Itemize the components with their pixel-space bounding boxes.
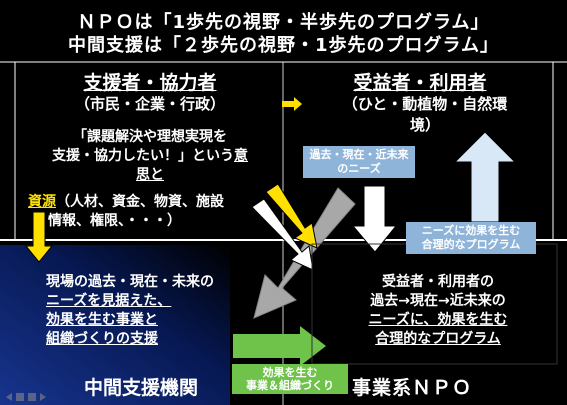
green-label-line-1: 効果を生む (262, 366, 318, 379)
intermediary-line-2: ニーズを見据えた、 (46, 293, 172, 309)
needs-pill: 過去・現在・近未来 のニーズ (303, 146, 415, 178)
green-arrow-label: 効果を生む 事業＆組織づくり (232, 364, 348, 394)
yellow-diagonal-arrow (265, 183, 318, 249)
title-line-1: ＮＰＯは「1歩先の視野・半歩先のプログラム」 (77, 12, 490, 33)
resource-line-2: 情報、権限、・・・） (48, 213, 181, 229)
resource-line-1: 資源（人材、資金、物資、施設 (28, 193, 283, 212)
needs-pill-line-2: のニーズ (337, 162, 381, 175)
pen-icon (16, 393, 24, 401)
npo-line-2: 過去→現在→近未来の (370, 293, 506, 309)
green-right-arrow (233, 326, 326, 366)
needs-pill-line-1: 過去・現在・近未来 (309, 148, 409, 161)
supporter-description: 「課題解決や理想実現を 支援・協力したい！」という意 思と (20, 128, 280, 185)
intermediary-background (0, 245, 230, 405)
npo-line-4: 合理的なプログラム (375, 331, 501, 347)
beneficiary-subheading: （ひと・動植物・自然環 境） (300, 93, 550, 135)
intermediary-line-4: 組織づくりの支援 (46, 331, 158, 347)
supporter-heading: 支援者・協力者 (83, 72, 217, 94)
desc-line-2: 支援・協力したい！」という意 (20, 147, 280, 166)
program-pill-line-1: ニーズに効果を生む (421, 224, 521, 237)
menu-icon (28, 393, 36, 401)
npo-description: 受益者・利用者の 過去→現在→近未来の ニーズに、効果を生む 合理的なプログラム (318, 273, 558, 349)
yellow-right-arrow (282, 97, 302, 111)
desc-line-3: 思と (136, 167, 164, 183)
pale-blue-up-arrow (453, 131, 517, 223)
desc-line-2b: 意 (234, 148, 248, 164)
intermediary-line-3: 効果を生む事業と (46, 312, 158, 328)
npo-line-3: ニーズに、効果を生む (368, 312, 508, 328)
title-line-2: 中間支援は「２歩先の視野・1歩先のプログラム」 (68, 35, 499, 56)
desc-line-2a: 支援・協力したい！」という (52, 148, 234, 164)
desc-line-1: 「課題解決や理想実現を (73, 129, 227, 145)
beneficiary-heading: 受益者・利用者 (353, 72, 487, 94)
intermediary-line-1: 現場の過去・現在・未来の (46, 274, 214, 290)
yellow-down-arrow (24, 211, 54, 263)
resource-word: 資源 (28, 194, 56, 210)
program-pill-line-2: 合理的なプログラム (421, 238, 521, 251)
npo-line-1: 受益者・利用者の (382, 274, 494, 290)
slide-toolbar (6, 393, 46, 401)
green-label-line-2: 事業＆組織づくり (246, 379, 334, 392)
npo-label: 事業系ＮＰＯ (352, 377, 473, 399)
resource-text: 資源（人材、資金、物資、施設 情報、権限、・・・） (28, 193, 283, 231)
next-slide-icon (40, 393, 46, 401)
intermediary-label: 中間支援機関 (84, 377, 199, 399)
supporter-subheading: （市民・企業・行政） (74, 95, 225, 113)
beneficiary-sub-line-1: （ひと・動植物・自然環 (342, 95, 508, 113)
beneficiary-sub-line-2: 境） (409, 116, 440, 134)
program-pill: ニーズに効果を生む 合理的なプログラム (406, 222, 536, 254)
resource-list-1: （人材、資金、物資、施設 (56, 194, 224, 210)
prev-slide-icon (6, 393, 12, 401)
white-down-arrow (351, 185, 398, 253)
white-diagonal-arrow (251, 198, 314, 271)
intermediary-description: 現場の過去・現在・未来の ニーズを見据えた、 効果を生む事業と 組織づくりの支援 (46, 273, 286, 349)
